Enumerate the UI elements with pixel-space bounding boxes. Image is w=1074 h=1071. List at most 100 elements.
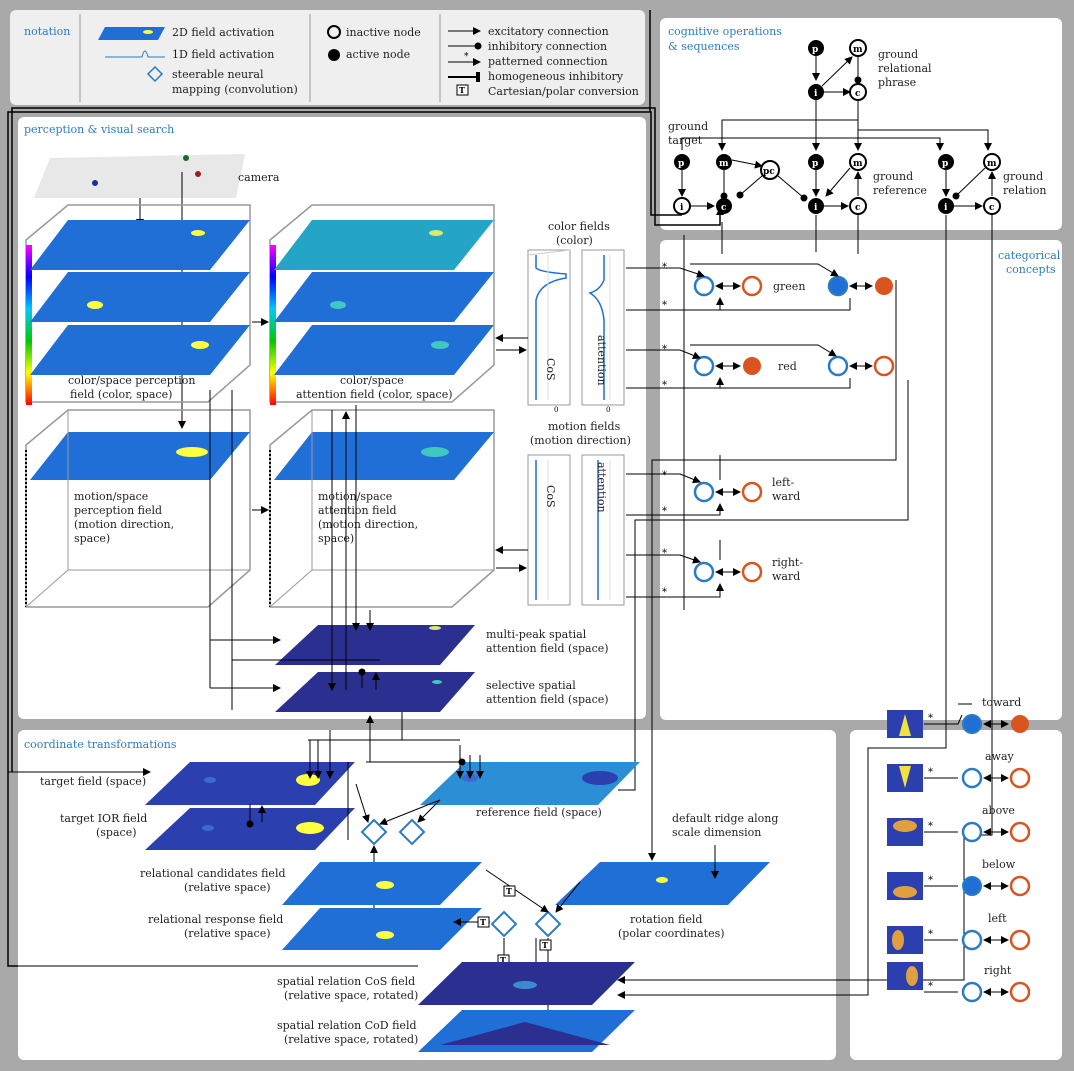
scod-label-2: (relative space, rotated)	[284, 1033, 418, 1046]
above-label: above	[982, 804, 1015, 817]
right-label: right	[984, 964, 1012, 977]
leftward-label-2: ward	[772, 490, 800, 503]
mf-label-2: (motion direction)	[530, 434, 631, 447]
field-2d-icon	[98, 27, 165, 40]
attention-label-motion: attention	[595, 462, 608, 513]
rot-label-1: rotation field	[630, 913, 702, 926]
legend-2d-field: 2D field activation	[172, 26, 274, 39]
svg-text:*: *	[464, 52, 469, 62]
below-label: below	[982, 858, 1016, 871]
grel-label-2: relation	[1003, 184, 1047, 197]
node-p-rel	[938, 154, 954, 170]
toward-node	[962, 714, 982, 734]
node-c-target-label: c	[721, 203, 727, 213]
notation-title: notation	[24, 25, 70, 38]
leftward-label-1: left-	[772, 476, 795, 489]
t-box-3-label: T	[500, 955, 506, 965]
node-p-ref-label: p	[812, 159, 818, 169]
target-field	[145, 762, 355, 805]
red-node-2	[827, 355, 849, 377]
csa-label-1: color/space	[340, 374, 404, 387]
node-i-top	[808, 84, 824, 100]
inactive-node-icon	[327, 25, 341, 39]
msa-label-4: space)	[318, 532, 354, 545]
node-i-rel	[938, 198, 954, 214]
rightward-node	[693, 561, 715, 583]
rc-label-2: (relative space)	[184, 881, 271, 894]
red-memory-2	[873, 355, 895, 377]
legend-active: active node	[346, 48, 410, 61]
node-m-target	[716, 154, 732, 170]
perception-section: perception & visual search camera color/…	[24, 123, 631, 712]
node-i-target-label: i	[680, 203, 684, 213]
zero-label-2: 0	[606, 406, 610, 414]
t-box-4-label: T	[542, 940, 548, 950]
svg-text:T: T	[459, 85, 465, 95]
toward-memory	[1011, 715, 1029, 733]
camera-image	[34, 154, 245, 198]
legend-hom: homogeneous inhibitory	[488, 70, 624, 83]
target-label: target field (space)	[40, 775, 146, 788]
mf-label-1: motion fields	[548, 420, 621, 433]
node-c-ref	[849, 197, 867, 215]
ss-label-2: attention field (space)	[486, 693, 609, 706]
star-3: *	[662, 344, 667, 355]
red-memory-1	[743, 357, 761, 375]
legend-steer-1: steerable neural	[172, 68, 264, 81]
cat-title-1: categorical	[998, 249, 1061, 262]
grel-label-1: ground	[1003, 170, 1043, 183]
left-memory	[1009, 929, 1031, 951]
away-node	[961, 767, 983, 789]
star-2: *	[662, 300, 667, 311]
relation-panel	[850, 730, 1062, 1060]
node-m-top-label: m	[853, 45, 863, 55]
node-c-top-label: c	[855, 89, 861, 99]
node-m-rel-label: m	[987, 159, 997, 169]
grp-label-1: ground	[878, 48, 918, 61]
cat-title-2: concepts	[1006, 263, 1056, 276]
cog-title-2: & sequences	[668, 40, 740, 53]
node-p-ref	[808, 154, 824, 170]
relation-kernels	[887, 710, 923, 990]
node-p-rel-label: p	[942, 159, 948, 169]
rightward-label-2: ward	[772, 570, 800, 583]
zero-label-1: 0	[554, 406, 558, 414]
msp-label-2: perception field	[74, 504, 162, 517]
categorical-section: categorical concepts green red left- war…	[617, 215, 1061, 999]
gt-label-2: target	[668, 134, 703, 147]
rel-star-3: *	[928, 821, 933, 832]
below-memory	[1009, 875, 1031, 897]
t-box-2-label: T	[480, 917, 486, 927]
rc-label-1: relational candidates field	[140, 867, 286, 880]
away-label: away	[985, 750, 1015, 763]
scod-label-1: spatial relation CoD field	[277, 1019, 417, 1032]
cos-label-color: CoS	[544, 358, 557, 381]
camera-label: camera	[238, 171, 280, 184]
legend-inh: inhibitory connection	[488, 40, 607, 53]
mps-label-2: attention field (space)	[486, 642, 609, 655]
green-node-2	[827, 275, 849, 297]
node-m-ref	[849, 153, 867, 171]
star-6: *	[662, 506, 667, 517]
msa-label-2: attention field	[318, 504, 397, 517]
rel-star-2: *	[928, 767, 933, 778]
ridge-label-1: default ridge along	[672, 812, 778, 825]
leftward-memory	[741, 481, 763, 503]
relation-concepts: * * * * * * toward away above below	[887, 696, 1031, 1003]
right-node	[961, 981, 983, 1003]
node-i-top-label: i	[814, 89, 818, 99]
node-m-target-label: m	[719, 159, 729, 169]
leftward-node	[693, 481, 715, 503]
msa-label-1: motion/space	[318, 490, 392, 503]
ior-label-2: (space)	[96, 826, 137, 839]
node-m-ref-label: m	[853, 159, 863, 169]
msp-label-1: motion/space	[74, 490, 148, 503]
green-memory-2	[875, 277, 893, 295]
notation-panel	[10, 10, 645, 105]
star-7: *	[662, 548, 667, 559]
notation-legend: notation 2D field activation 1D field ac…	[24, 14, 639, 102]
node-m-rel	[983, 153, 1001, 171]
msa-label-3: (motion direction,	[318, 518, 418, 531]
msp-label-3: (motion direction,	[74, 518, 174, 531]
rel-star-1: *	[928, 713, 933, 724]
